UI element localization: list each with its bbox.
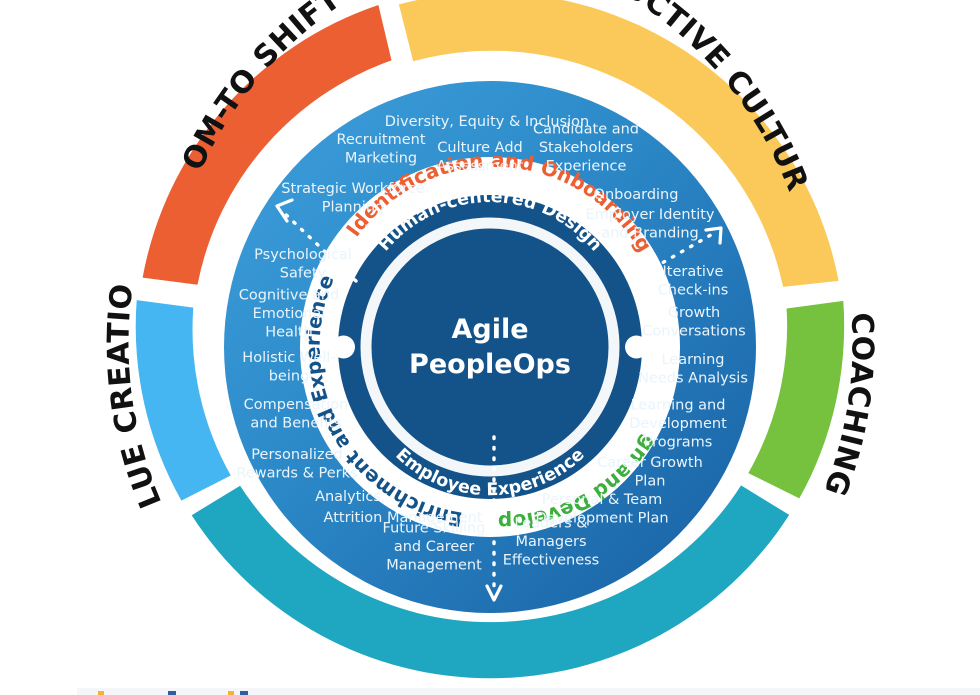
outer-segment-shape: [191, 485, 790, 679]
practice-label-diversity-equity-inclusion[interactable]: Diversity, Equity & Inclusion: [385, 114, 589, 130]
practice-label-line: Emotional: [253, 306, 326, 322]
practice-label-line: Management: [386, 558, 482, 574]
practice-label-analytics[interactable]: Analytics: [315, 489, 381, 505]
practice-label-line: Conversations: [642, 323, 745, 339]
practice-label-line: Learning and: [631, 398, 726, 414]
practice-label-line: Health: [265, 325, 313, 341]
core-title-line1: Agile: [451, 314, 528, 345]
practice-label-line: being: [269, 368, 310, 384]
principle-ring-inner-stroke: [360, 217, 620, 477]
practice-label-line: Safety: [280, 265, 327, 281]
practice-label-line: and Career: [394, 539, 474, 555]
practice-label-line: Assessment: [437, 158, 524, 174]
practice-label-line: Plan: [635, 473, 666, 489]
practice-label-attrition-management[interactable]: Attrition Management: [324, 510, 483, 526]
practice-label-line: Employer Identity: [585, 207, 714, 223]
practice-label-line: Personal & Team: [542, 492, 663, 508]
bottom-strip-marker-4: [240, 691, 248, 695]
practice-labels: Diversity, Equity & InclusionRecruitment…: [236, 114, 747, 574]
arrowhead-leadership: [485, 584, 503, 602]
practice-label-onboarding[interactable]: Onboarding: [594, 187, 679, 203]
arrowhead-culture: [704, 226, 723, 245]
practice-label-line: Psychological: [254, 247, 352, 263]
outer-segment-human-leadership[interactable]: HUMAN LEADERSHIP: [191, 485, 790, 695]
practice-label-line: Stakeholders: [539, 140, 633, 156]
outer-segment-shape: [748, 300, 845, 499]
practice-label-line: Growth: [668, 305, 721, 321]
practice-label-line: and Branding: [601, 225, 699, 241]
flow-arrowheads: [275, 198, 723, 602]
practice-label-line: Experience: [546, 159, 627, 175]
practice-label-line: Cognitive and: [239, 288, 340, 304]
outer-segment-shape: [135, 300, 231, 501]
practice-label-line: Effectiveness: [503, 553, 599, 569]
practice-label-line: Onboarding: [594, 187, 679, 203]
practice-label-line: Holistic Well-: [242, 350, 335, 366]
practice-label-line: Development: [629, 416, 727, 432]
practice-label-line: Analytics: [315, 489, 381, 505]
core-circle-shape: [382, 239, 598, 455]
practice-label-line: Personalized: [251, 447, 342, 463]
practice-label-line: Planning: [322, 199, 384, 215]
arrowhead-mindset: [275, 198, 294, 223]
bottom-strip-marker-2: [168, 691, 176, 695]
practice-label-line: Rewards & Perks: [236, 465, 357, 481]
connector-dot-left: [332, 335, 355, 359]
practice-label-line: Recruitment: [336, 132, 425, 148]
practice-label-holistic-wellbeing[interactable]: Holistic Well-being: [242, 350, 335, 385]
practice-label-line: Iterative: [663, 264, 724, 280]
core-title-line2: PeopleOps: [409, 349, 571, 380]
outer-segment-shape: [398, 0, 839, 287]
practice-label-line: and Benefits: [250, 415, 341, 431]
page-bottom-strip: [77, 688, 980, 695]
practice-label-line: Strategic Workforce: [281, 181, 424, 197]
bottom-strip-marker-3: [228, 691, 234, 695]
practice-label-line: Learning: [662, 352, 725, 368]
practice-label-line: Marketing: [345, 150, 417, 166]
practice-label-line: Needs Analysis: [638, 370, 748, 386]
flow-arrows: [279, 208, 718, 596]
practice-label-compensation-benefits[interactable]: Compensation and Benefits: [244, 397, 349, 432]
outer-segment-shape: [142, 5, 392, 285]
practice-label-line: Candidate and: [533, 122, 639, 138]
outer-label-value-creation: VALUE CREATION: [0, 0, 169, 513]
core-circle[interactable]: Agile PeopleOps: [382, 239, 598, 455]
practice-label-line: Attrition Management: [324, 510, 483, 526]
practice-label-line: Development Plan: [535, 510, 668, 526]
flow-arrow-to-mindset: [279, 208, 358, 283]
practice-label-line: Managers: [515, 534, 586, 550]
bottom-strip-marker-1: [98, 691, 104, 695]
connector-dot-right: [625, 335, 648, 359]
outer-segment-coaching[interactable]: COACHING: [748, 300, 879, 501]
practice-label-line: Career Growth: [597, 455, 703, 471]
practice-label-line: Leaders &: [514, 516, 587, 532]
practice-label-line: Diversity, Equity & Inclusion: [385, 114, 589, 130]
practice-label-employer-identity-branding[interactable]: Employer Identity and Branding: [585, 207, 714, 242]
practice-label-line: Check-ins: [658, 282, 729, 298]
practice-label-line: Compensation: [244, 397, 349, 413]
practice-label-line: Culture Add: [437, 140, 522, 156]
practice-label-line: Programs: [644, 435, 713, 451]
practice-label-line: Future Skilling: [383, 521, 486, 537]
